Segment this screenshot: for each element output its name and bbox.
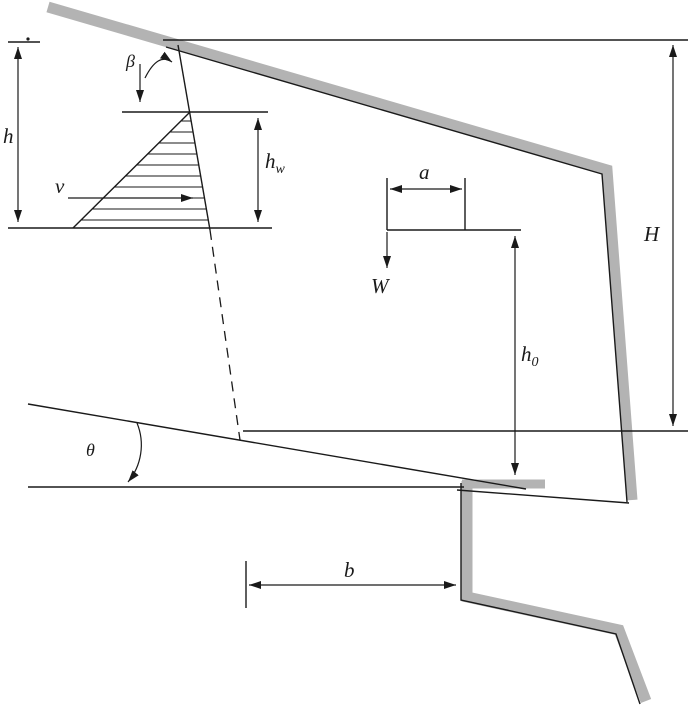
theta-angle-arc	[127, 422, 142, 483]
label-b: b	[344, 558, 355, 582]
lower-slope-outline	[460, 483, 641, 705]
reference-dot	[26, 37, 30, 41]
label-a: a	[419, 160, 430, 184]
tension-crack-dashed-extension	[209, 229, 241, 441]
lower-slope-surface-band	[461, 481, 652, 703]
label-beta: β	[125, 51, 135, 71]
beta-angle-arc	[144, 51, 173, 79]
failure-plane-line	[27, 403, 527, 490]
label-w: W	[371, 274, 391, 298]
label-H: H	[643, 222, 661, 246]
label-h: h	[3, 124, 14, 148]
slope-face-outline	[165, 46, 628, 503]
label-theta: θ	[86, 440, 95, 460]
label-h0: h0	[521, 342, 539, 370]
upper-slope-surface-band	[46, 1, 638, 501]
pressure-hatch-lines	[81, 120, 208, 221]
label-v: v	[55, 174, 65, 198]
label-hw: hw	[265, 149, 286, 177]
tension-crack-line	[177, 44, 211, 231]
pressure-triangle-hypotenuse	[72, 111, 191, 229]
bench-outline	[456, 489, 630, 504]
